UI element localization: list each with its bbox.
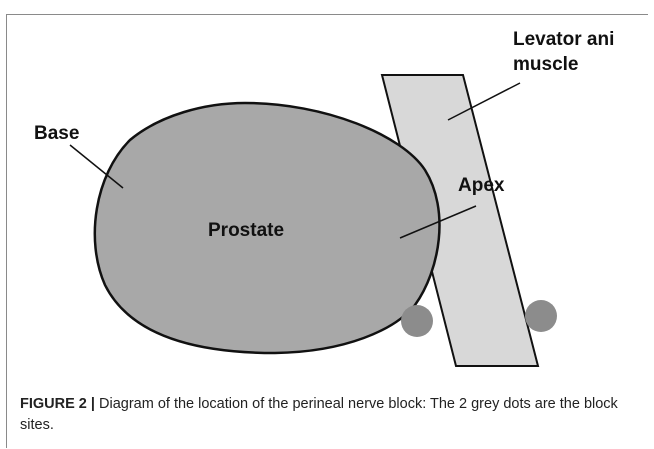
apex-label: Apex xyxy=(458,175,505,196)
base-label: Base xyxy=(34,123,79,144)
caption-text: Diagram of the location of the perineal … xyxy=(20,396,618,433)
figure-caption: FIGURE 2 | Diagram of the location of th… xyxy=(20,394,640,436)
prostate-label: Prostate xyxy=(208,220,284,241)
caption-figure-number: FIGURE 2 | xyxy=(20,396,95,412)
levator-ani-label-line1: Levator ani xyxy=(513,29,614,50)
block-site-dot-right xyxy=(525,300,557,332)
diagram: Base Prostate Apex Levator ani muscle xyxy=(0,0,654,380)
block-site-dot-left xyxy=(401,305,433,337)
levator-ani-label-line2: muscle xyxy=(513,54,578,75)
